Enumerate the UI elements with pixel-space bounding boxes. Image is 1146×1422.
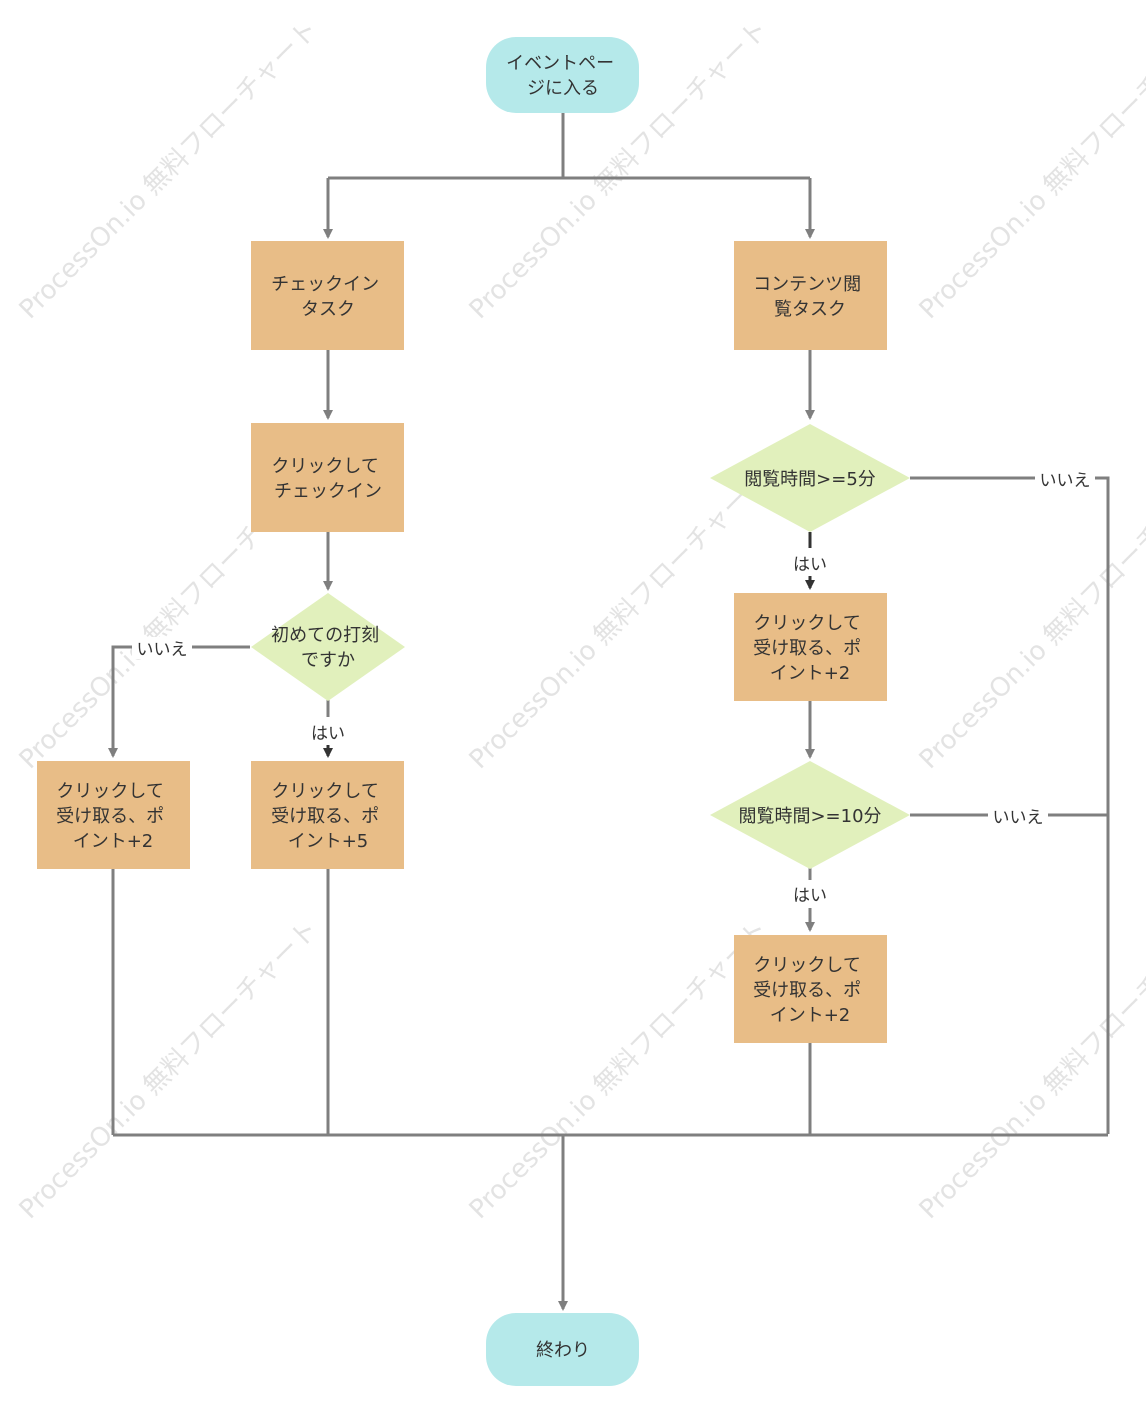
- edge-label-view10-yes: はい: [793, 886, 827, 906]
- edge-label-first-yes: はい: [311, 724, 345, 744]
- watermark-layer: ProcessOn.io 無料フローチャート ProcessOn.io 無料フロ…: [14, 15, 1146, 1225]
- node-layer: イベントペー ジに入る チェックイン タスク コンテンツ閲 覧タスク クリックし…: [37, 37, 910, 1386]
- edge-first-no: [108, 645, 250, 758]
- click-checkin-node[interactable]: [251, 423, 404, 532]
- reward-5-node[interactable]: [251, 761, 404, 869]
- view10-decision[interactable]: [710, 761, 910, 869]
- view5-decision[interactable]: [710, 424, 910, 532]
- edge-label-view5-no: いいえ: [1040, 471, 1091, 491]
- checkin-task-label: チェックイン タスク: [271, 274, 385, 320]
- first-stamp-label: 初めての打刻 ですか: [271, 625, 385, 671]
- watermark: ProcessOn.io 無料フローチャート: [14, 915, 324, 1225]
- reward-left-node[interactable]: [37, 761, 190, 869]
- watermark: ProcessOn.io 無料フローチャート: [914, 15, 1146, 325]
- view5-label: 閲覧時間>=5分: [744, 469, 876, 490]
- reward-left-label: クリックして 受け取る、ポ イント+2: [56, 781, 170, 852]
- click-checkin-label: クリックして チェックイン: [271, 456, 384, 502]
- reward-right-2-node[interactable]: [734, 935, 887, 1043]
- content-task-label: コンテンツ閲 覧タスク: [753, 274, 867, 320]
- end-node[interactable]: [486, 1313, 639, 1386]
- checkin-task-node[interactable]: [251, 241, 404, 350]
- end-node-label: 終わり: [536, 1340, 590, 1361]
- reward-right-2-label: クリックして 受け取る、ポ イント+2: [753, 955, 867, 1026]
- content-task-node[interactable]: [734, 241, 887, 350]
- edge-label-view10-no: いいえ: [993, 808, 1044, 828]
- edge-label-view5-yes: はい: [793, 555, 827, 575]
- reward-right-1-label: クリックして 受け取る、ポ イント+2: [753, 613, 867, 684]
- edge-label-layer: いいえ はい いいえ はい いいえ はい: [132, 468, 1095, 906]
- reward-5-label: クリックして 受け取る、ポ イント+5: [271, 781, 385, 852]
- edge-label-first-no: いいえ: [137, 640, 188, 660]
- reward-right-1-node[interactable]: [734, 593, 887, 701]
- start-node-label: イベントペー ジに入る: [506, 53, 620, 99]
- edge-view5-no: [910, 476, 1110, 1134]
- watermark: ProcessOn.io 無料フローチャート: [914, 915, 1146, 1225]
- first-stamp-decision[interactable]: [251, 593, 405, 701]
- watermark: ProcessOn.io 無料フローチャート: [464, 915, 774, 1225]
- connector-layer: [108, 113, 1110, 1311]
- watermark: ProcessOn.io 無料フローチャート: [914, 465, 1146, 775]
- watermark: ProcessOn.io 無料フローチャート: [464, 465, 774, 775]
- start-node[interactable]: [486, 37, 639, 113]
- view10-label: 閲覧時間>=10分: [738, 806, 881, 827]
